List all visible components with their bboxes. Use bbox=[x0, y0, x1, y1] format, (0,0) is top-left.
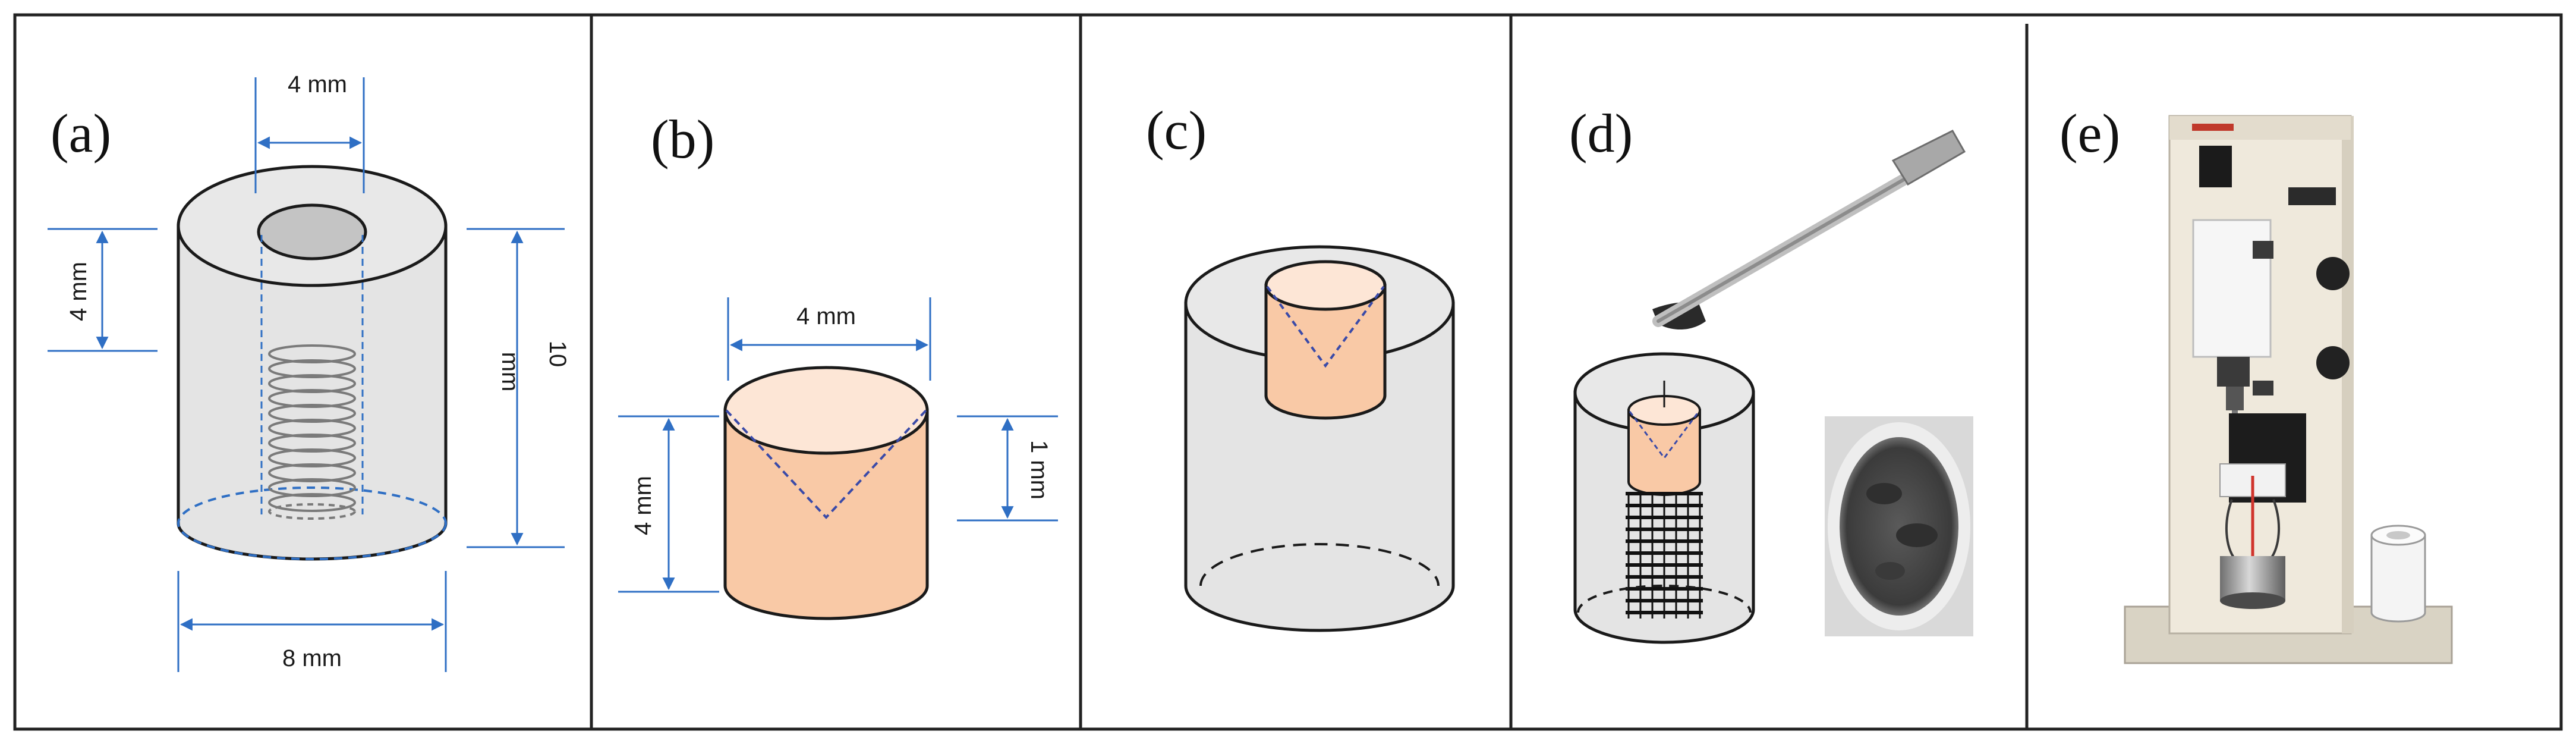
panel-frames bbox=[13, 13, 2563, 731]
spatula-icon bbox=[1652, 130, 1966, 330]
dim-a-bottom-width: 8 mm bbox=[282, 645, 342, 671]
panel-a-hollow-cylinder bbox=[177, 165, 448, 561]
dim-a-right-height-line1: 10 bbox=[544, 341, 571, 368]
panel-d-filled-holder bbox=[1573, 352, 1755, 644]
holder-cylinder-icon bbox=[2370, 525, 2426, 623]
dim-b-left-height: 4 mm bbox=[630, 476, 656, 535]
panel-label-b: (b) bbox=[651, 109, 714, 169]
instrument-icon bbox=[2124, 115, 2453, 664]
panel-b-dimensions bbox=[618, 297, 1058, 593]
panel-label-e: (e) bbox=[2059, 103, 2120, 164]
panel-a-dimensions bbox=[48, 77, 565, 672]
panel-c-assembled-holder bbox=[1184, 245, 1455, 632]
panel-b-sample-cylinder bbox=[723, 366, 929, 620]
dim-a-left-height: 4 mm bbox=[65, 262, 92, 321]
dim-b-top-width: 4 mm bbox=[796, 303, 856, 329]
dim-a-right-height-line2: mm bbox=[497, 352, 523, 392]
panel-label-c: (c) bbox=[1146, 100, 1207, 161]
panel-label-d: (d) bbox=[1569, 103, 1633, 164]
panel-label-a: (a) bbox=[51, 103, 111, 164]
dim-a-top-width: 4 mm bbox=[288, 71, 347, 98]
filled-spring-icon bbox=[1626, 492, 1703, 619]
dim-b-right-depth: 1 mm bbox=[1026, 440, 1052, 500]
powder-dish-icon bbox=[1825, 416, 1973, 636]
spring-icon bbox=[268, 344, 356, 520]
